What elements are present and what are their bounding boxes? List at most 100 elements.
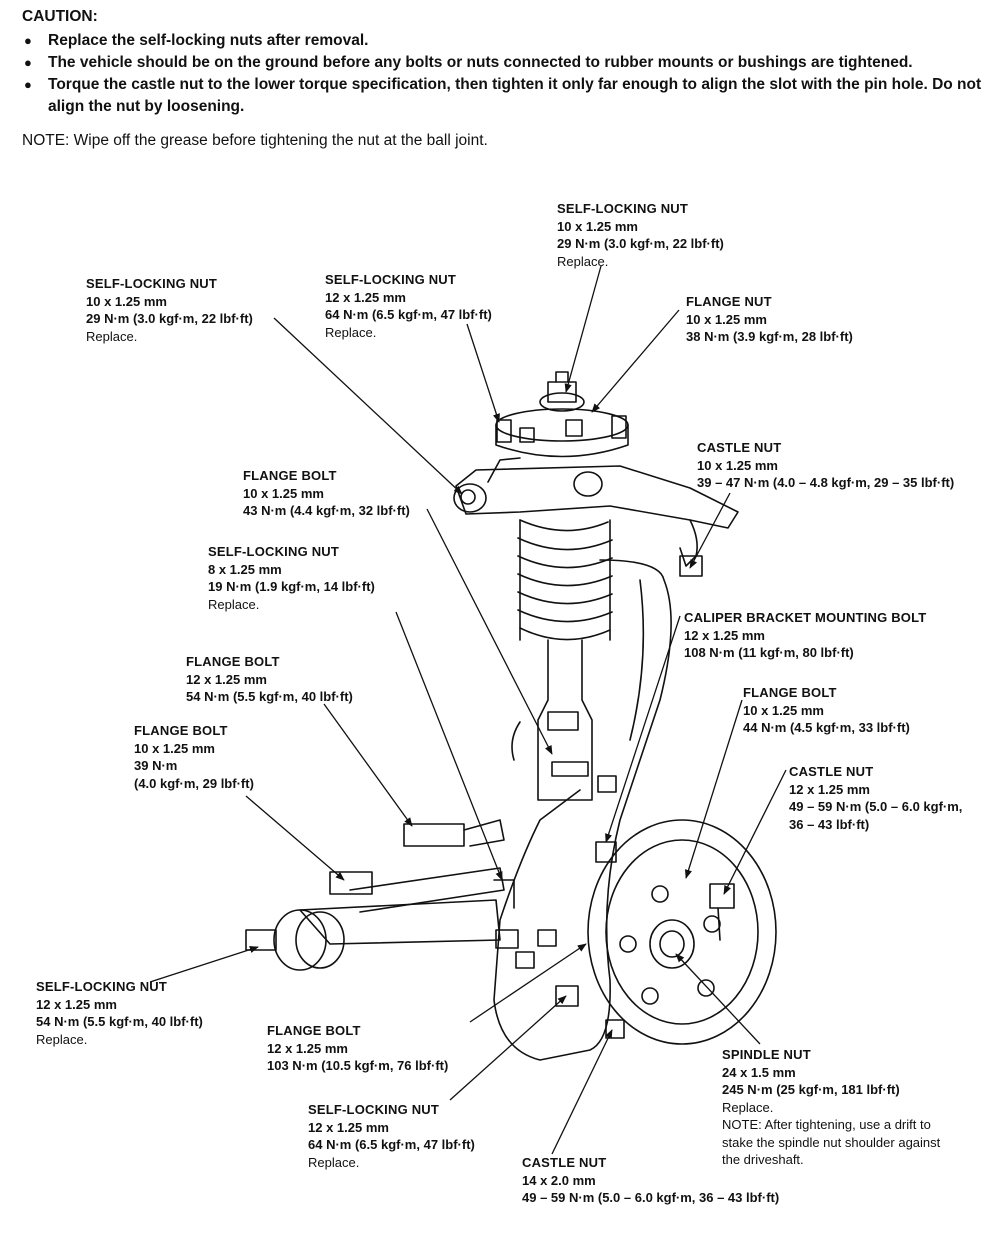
caution-item: Torque the castle nut to the lower torqu… [22, 74, 992, 118]
suspension-drawing [245, 371, 777, 1061]
leader-line [323, 703, 413, 827]
callout-torque: 39 N·m [134, 758, 178, 773]
caution-title: CAUTION: [22, 8, 98, 25]
callout-size: 24 x 1.5 mm [722, 1064, 796, 1080]
callout-torque: 64 N·m (6.5 kgf·m, 47 lbf·ft) [308, 1137, 475, 1152]
leader-line [684, 699, 743, 879]
callout-tie-rod-castle-nut: CASTLE NUT 12 x 1.25 mm 49 – 59 N·m (5.0… [789, 763, 962, 833]
leader-line [551, 1029, 613, 1155]
callout-title: FLANGE BOLT [267, 1023, 361, 1038]
callout-size: 10 x 1.25 mm [686, 311, 767, 327]
leader-line [426, 508, 553, 755]
callout-title: SPINDLE NUT [722, 1047, 811, 1062]
callout-torque: 103 N·m (10.5 kgf·m, 76 lbf·ft) [267, 1058, 449, 1073]
callout-size: 12 x 1.25 mm [325, 289, 406, 305]
callout-size: 12 x 1.25 mm [36, 996, 117, 1012]
callout-note: NOTE: After tightening, use a drift to [722, 1117, 931, 1132]
callout-size: 10 x 1.25 mm [697, 457, 778, 473]
callout-radius-rod-flange-bolt: FLANGE BOLT 12 x 1.25 mm 54 N·m (5.5 kgf… [186, 653, 353, 706]
callout-torque-detail: (4.0 kgf·m, 29 lbf·ft) [134, 775, 254, 791]
leader-line [605, 615, 681, 843]
caution-block: CAUTION: Replace the self-locking nuts a… [22, 6, 992, 118]
callout-title: FLANGE BOLT [186, 654, 280, 669]
callout-bracket-flange-bolt: FLANGE BOLT 10 x 1.25 mm 39 N·m (4.0 kgf… [134, 722, 254, 792]
callout-title: SELF-LOCKING NUT [308, 1102, 440, 1117]
callout-torque: 64 N·m (6.5 kgf·m, 47 lbf·ft) [325, 307, 492, 322]
callout-note: stake the spindle nut shoulder against [722, 1134, 941, 1150]
callout-replace: Replace. [557, 253, 609, 269]
callout-torque: 54 N·m (5.5 kgf·m, 40 lbf·ft) [186, 689, 353, 704]
callout-torque: 43 N·m (4.4 kgf·m, 32 lbf·ft) [243, 503, 410, 518]
callout-size: 12 x 1.25 mm [267, 1040, 348, 1056]
callout-title: FLANGE BOLT [243, 468, 337, 483]
callout-upper-arm-self-locking-nut: SELF-LOCKING NUT 10 x 1.25 mm 29 N·m (3.… [86, 275, 253, 345]
callout-torque: 49 – 59 N·m (5.0 – 6.0 kgf·m, 36 – 43 lb… [522, 1190, 780, 1205]
callout-size: 10 x 1.25 mm [743, 702, 824, 718]
callout-size: 12 x 1.25 mm [684, 627, 765, 643]
leader-line [245, 795, 345, 881]
callout-torque-detail: 36 – 43 lbf·ft) [789, 816, 870, 832]
callout-knuckle-flange-bolt: FLANGE BOLT 10 x 1.25 mm 44 N·m (4.5 kgf… [743, 684, 910, 737]
callout-title: FLANGE NUT [686, 294, 772, 309]
callout-torque: 44 N·m (4.5 kgf·m, 33 lbf·ft) [743, 720, 910, 735]
callout-title: CALIPER BRACKET MOUNTING BOLT [684, 610, 927, 625]
callout-caliper-bracket-bolt: CALIPER BRACKET MOUNTING BOLT 12 x 1.25 … [684, 609, 926, 662]
callout-torque: 108 N·m (11 kgf·m, 80 lbf·ft) [684, 645, 854, 660]
callout-torque: 54 N·m (5.5 kgf·m, 40 lbf·ft) [36, 1014, 203, 1029]
callout-note: the driveshaft. [722, 1152, 804, 1167]
leader-line [449, 995, 567, 1101]
leader-line [689, 492, 731, 569]
callout-top-self-locking-nut: SELF-LOCKING NUT 10 x 1.25 mm 29 N·m (3.… [557, 200, 724, 270]
callout-size: 10 x 1.25 mm [86, 293, 167, 309]
callout-title: CASTLE NUT [697, 440, 782, 455]
callout-torque: 39 – 47 N·m (4.0 – 4.8 kgf·m, 29 – 35 lb… [697, 475, 955, 490]
callout-lower-castle-nut: CASTLE NUT 14 x 2.0 mm 49 – 59 N·m (5.0 … [522, 1154, 779, 1207]
callout-replace: Replace. [325, 324, 377, 340]
leader-line [395, 611, 503, 881]
callout-size: 12 x 1.25 mm [789, 781, 870, 797]
callout-torque: 245 N·m (25 kgf·m, 181 lbf·ft) [722, 1082, 900, 1097]
callout-shock-flange-bolt: FLANGE BOLT 10 x 1.25 mm 43 N·m (4.4 kgf… [243, 467, 410, 520]
callout-torque: 49 – 59 N·m (5.0 – 6.0 kgf·m, [789, 799, 963, 814]
callout-title: FLANGE BOLT [743, 685, 837, 700]
callout-replace: Replace. [308, 1154, 360, 1170]
leader-line [469, 943, 587, 1023]
callout-title: SELF-LOCKING NUT [36, 979, 168, 994]
callout-size: 8 x 1.25 mm [208, 561, 282, 577]
callout-replace: Replace. [36, 1031, 88, 1047]
callout-stabilizer-self-locking-nut: SELF-LOCKING NUT 8 x 1.25 mm 19 N·m (1.9… [208, 543, 375, 613]
leader-line [723, 769, 787, 895]
callout-title: SELF-LOCKING NUT [208, 544, 340, 559]
leader-line [591, 309, 680, 413]
callout-torque: 29 N·m (3.0 kgf·m, 22 lbf·ft) [557, 236, 724, 251]
callout-replace: Replace. [86, 328, 138, 344]
callout-title: SELF-LOCKING NUT [557, 201, 689, 216]
callout-torque: 38 N·m (3.9 kgf·m, 28 lbf·ft) [686, 329, 853, 344]
callout-torque: 19 N·m (1.9 kgf·m, 14 lbf·ft) [208, 579, 375, 594]
leader-line [466, 323, 500, 423]
callout-mount-self-locking-nut: SELF-LOCKING NUT 12 x 1.25 mm 64 N·m (6.… [325, 271, 492, 341]
leader-line [273, 317, 463, 495]
leader-line [564, 265, 602, 393]
callout-title: SELF-LOCKING NUT [86, 276, 218, 291]
callout-title: CASTLE NUT [522, 1155, 607, 1170]
callout-title: CASTLE NUT [789, 764, 874, 779]
callout-size: 12 x 1.25 mm [186, 671, 267, 687]
callout-spindle-nut: SPINDLE NUT 24 x 1.5 mm 245 N·m (25 kgf·… [722, 1046, 940, 1169]
callout-title: FLANGE BOLT [134, 723, 228, 738]
callout-lower-flange-bolt: FLANGE BOLT 12 x 1.25 mm 103 N·m (10.5 k… [267, 1022, 448, 1075]
caution-item: Replace the self-locking nuts after remo… [22, 30, 992, 52]
callout-upper-castle-nut: CASTLE NUT 10 x 1.25 mm 39 – 47 N·m (4.0… [697, 439, 954, 492]
callout-size: 10 x 1.25 mm [243, 485, 324, 501]
callout-flange-nut: FLANGE NUT 10 x 1.25 mm 38 N·m (3.9 kgf·… [686, 293, 853, 346]
leader-lines [149, 265, 787, 1155]
callout-replace: Replace. [208, 596, 260, 612]
callout-lower-arm-self-locking-nut: SELF-LOCKING NUT 12 x 1.25 mm 54 N·m (5.… [36, 978, 203, 1048]
callout-size: 10 x 1.25 mm [557, 218, 638, 234]
grease-note: NOTE: Wipe off the grease before tighten… [22, 132, 488, 149]
callout-lower-self-locking-nut: SELF-LOCKING NUT 12 x 1.25 mm 64 N·m (6.… [308, 1101, 475, 1171]
leader-line [149, 946, 259, 983]
caution-list: Replace the self-locking nuts after remo… [22, 30, 992, 118]
callout-size: 14 x 2.0 mm [522, 1172, 596, 1188]
